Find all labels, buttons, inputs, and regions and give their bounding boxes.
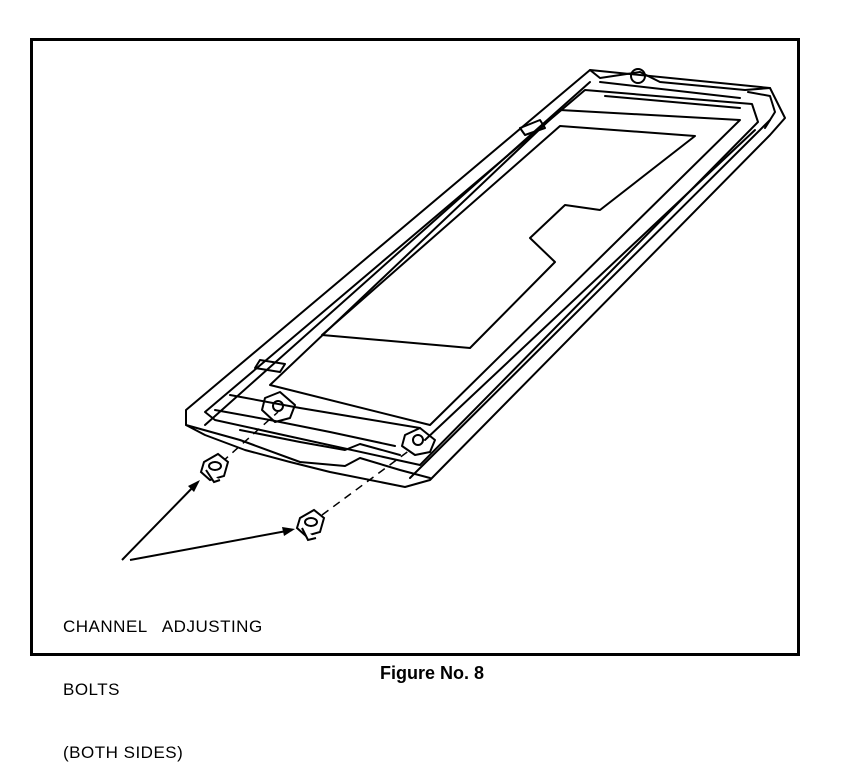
bottom-end [185, 424, 431, 479]
right-rail [409, 119, 771, 479]
tray-inner-rim [204, 89, 759, 466]
right-bolt [295, 508, 326, 542]
left-bolt-guide [221, 411, 279, 463]
right-bracket [401, 427, 436, 456]
top-end-cap [589, 69, 771, 91]
callout-line-3: (BOTH SIDES) [63, 743, 184, 762]
top-latch [630, 68, 646, 84]
right-bolt-guide [321, 449, 411, 516]
left-rail [204, 81, 591, 426]
figure-frame [30, 38, 800, 656]
callout-line-2: BOLTS [63, 680, 120, 699]
callout-line-1: CHANNEL ADJUSTING [63, 617, 263, 636]
channel-assembly-illustration [121, 68, 786, 561]
tray-panel [269, 109, 741, 426]
figure-caption: Figure No. 8 [379, 663, 484, 683]
leader-arrow-left [121, 481, 199, 561]
left-bracket [261, 391, 296, 423]
tray-outline [185, 69, 786, 488]
leader-arrow-right [129, 529, 293, 561]
right-rail-inner [424, 129, 756, 441]
left-bolt [199, 452, 230, 484]
tray-window [321, 125, 696, 349]
